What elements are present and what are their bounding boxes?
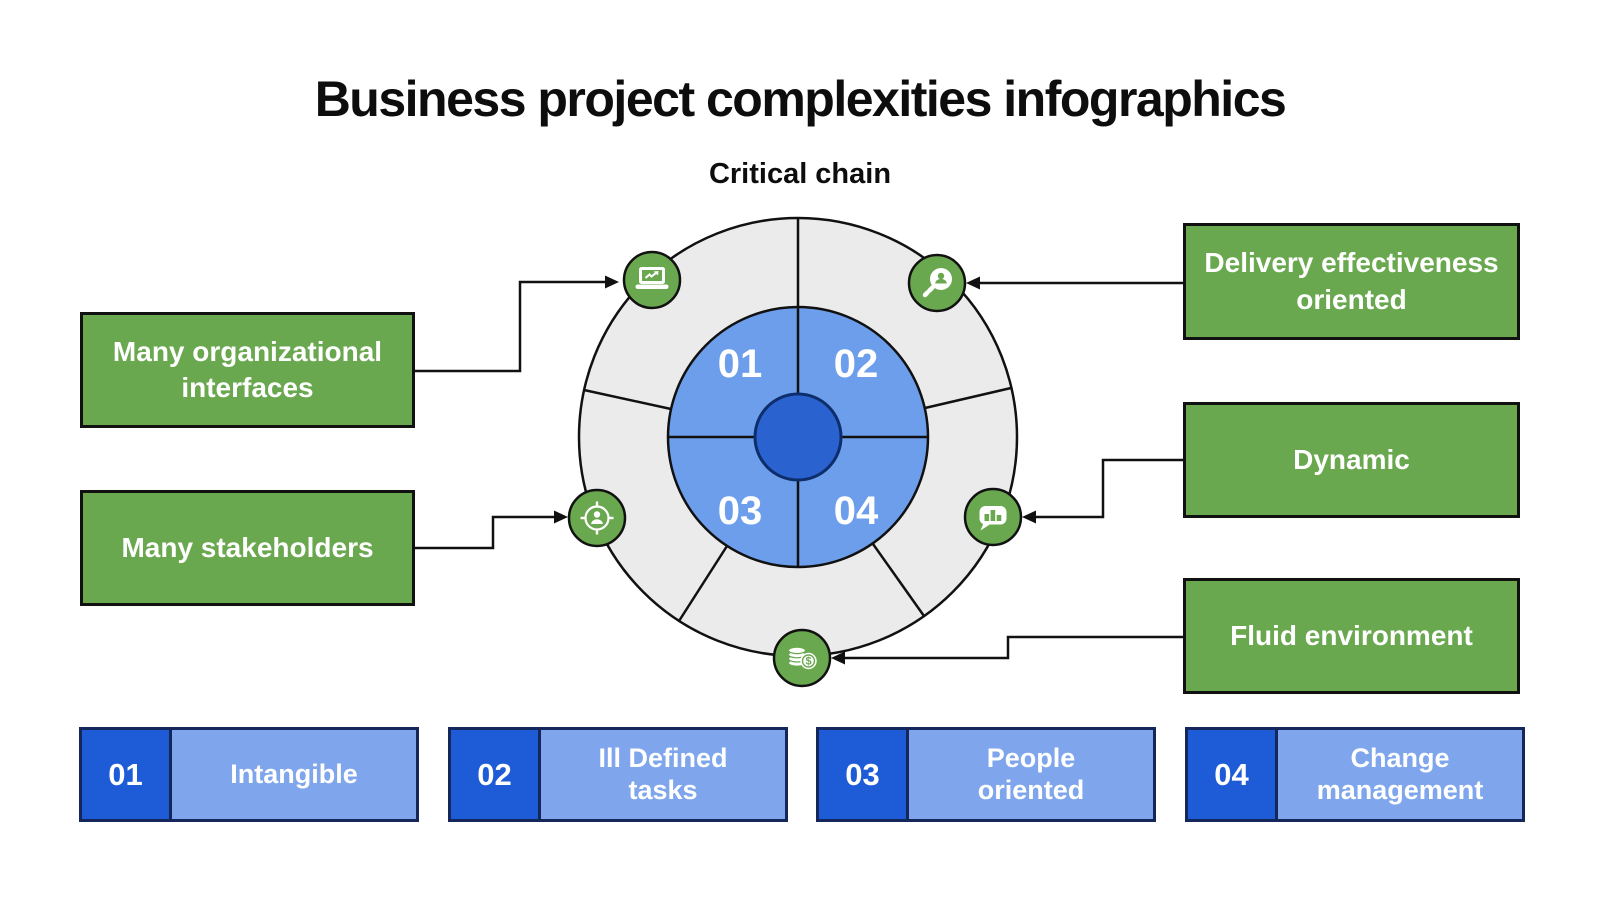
legend-number: 04	[1188, 730, 1278, 819]
callout-many-organizational-interfaces: Many organizational interfaces	[80, 312, 415, 428]
legend-item-ill-defined-tasks: 02 Ill Defined tasks	[448, 727, 788, 822]
arrowhead-icon	[966, 276, 980, 290]
dollar-symbol: $	[805, 656, 811, 668]
person-target-icon	[567, 488, 627, 548]
callout-label: Many stakeholders	[121, 531, 374, 563]
legend-label: Change management	[1316, 743, 1484, 805]
coins-icon: $	[772, 628, 832, 688]
laptop-growth-icon	[622, 250, 682, 310]
arrowhead-icon	[831, 651, 845, 665]
callout-label: Dynamic	[1293, 443, 1410, 475]
subtitle: Critical chain	[708, 158, 892, 190]
callout-label: Fluid environment	[1230, 619, 1473, 651]
connector-stakeholders	[415, 515, 556, 550]
legend-label-cell: Intangible	[172, 730, 416, 819]
callout-dynamic: Dynamic	[1183, 402, 1520, 518]
arrowhead-icon	[1022, 510, 1036, 524]
wheel-center-hub	[753, 392, 843, 482]
arrowhead-icon	[554, 510, 568, 524]
callout-fluid-environment: Fluid environment	[1183, 578, 1520, 694]
connector-fluid-environment	[843, 635, 1183, 660]
legend-item-change-management: 04 Change management	[1185, 727, 1525, 822]
legend-label: Ill Defined tasks	[598, 743, 728, 805]
connector-lines	[415, 280, 1183, 660]
callout-delivery-effectiveness: Delivery effectiveness oriented	[1183, 223, 1520, 340]
legend-label-cell: Change management	[1278, 730, 1522, 819]
callout-label: Delivery effectiveness oriented	[1204, 247, 1499, 315]
legend-label: Intangible	[230, 758, 358, 789]
connector-arrowheads	[554, 275, 1036, 665]
person-search-icon	[907, 253, 967, 313]
connector-organizational-interfaces	[415, 280, 607, 373]
quadrant-number-01: 01	[718, 342, 763, 386]
page-title: Business project complexities infographi…	[314, 71, 1287, 127]
legend-label: People oriented	[977, 743, 1085, 805]
ring-segment-dividers	[583, 218, 1012, 622]
quadrant-number-02: 02	[834, 342, 879, 386]
connector-dynamic	[1034, 458, 1183, 519]
callout-many-stakeholders: Many stakeholders	[80, 490, 415, 606]
legend-item-intangible: 01 Intangible	[79, 727, 419, 822]
legend-label-cell: Ill Defined tasks	[541, 730, 785, 819]
quadrant-number-03: 03	[718, 489, 763, 533]
legend-number: 03	[819, 730, 909, 819]
legend-number: 01	[82, 730, 172, 819]
legend-item-people-oriented: 03 People oriented	[816, 727, 1156, 822]
callout-label: Many organizational interfaces	[112, 335, 383, 403]
chart-bubble-icon	[963, 487, 1023, 547]
legend-label-cell: People oriented	[909, 730, 1153, 819]
legend-number: 02	[451, 730, 541, 819]
arrowhead-icon	[605, 275, 619, 289]
quadrant-number-04: 04	[834, 489, 879, 533]
